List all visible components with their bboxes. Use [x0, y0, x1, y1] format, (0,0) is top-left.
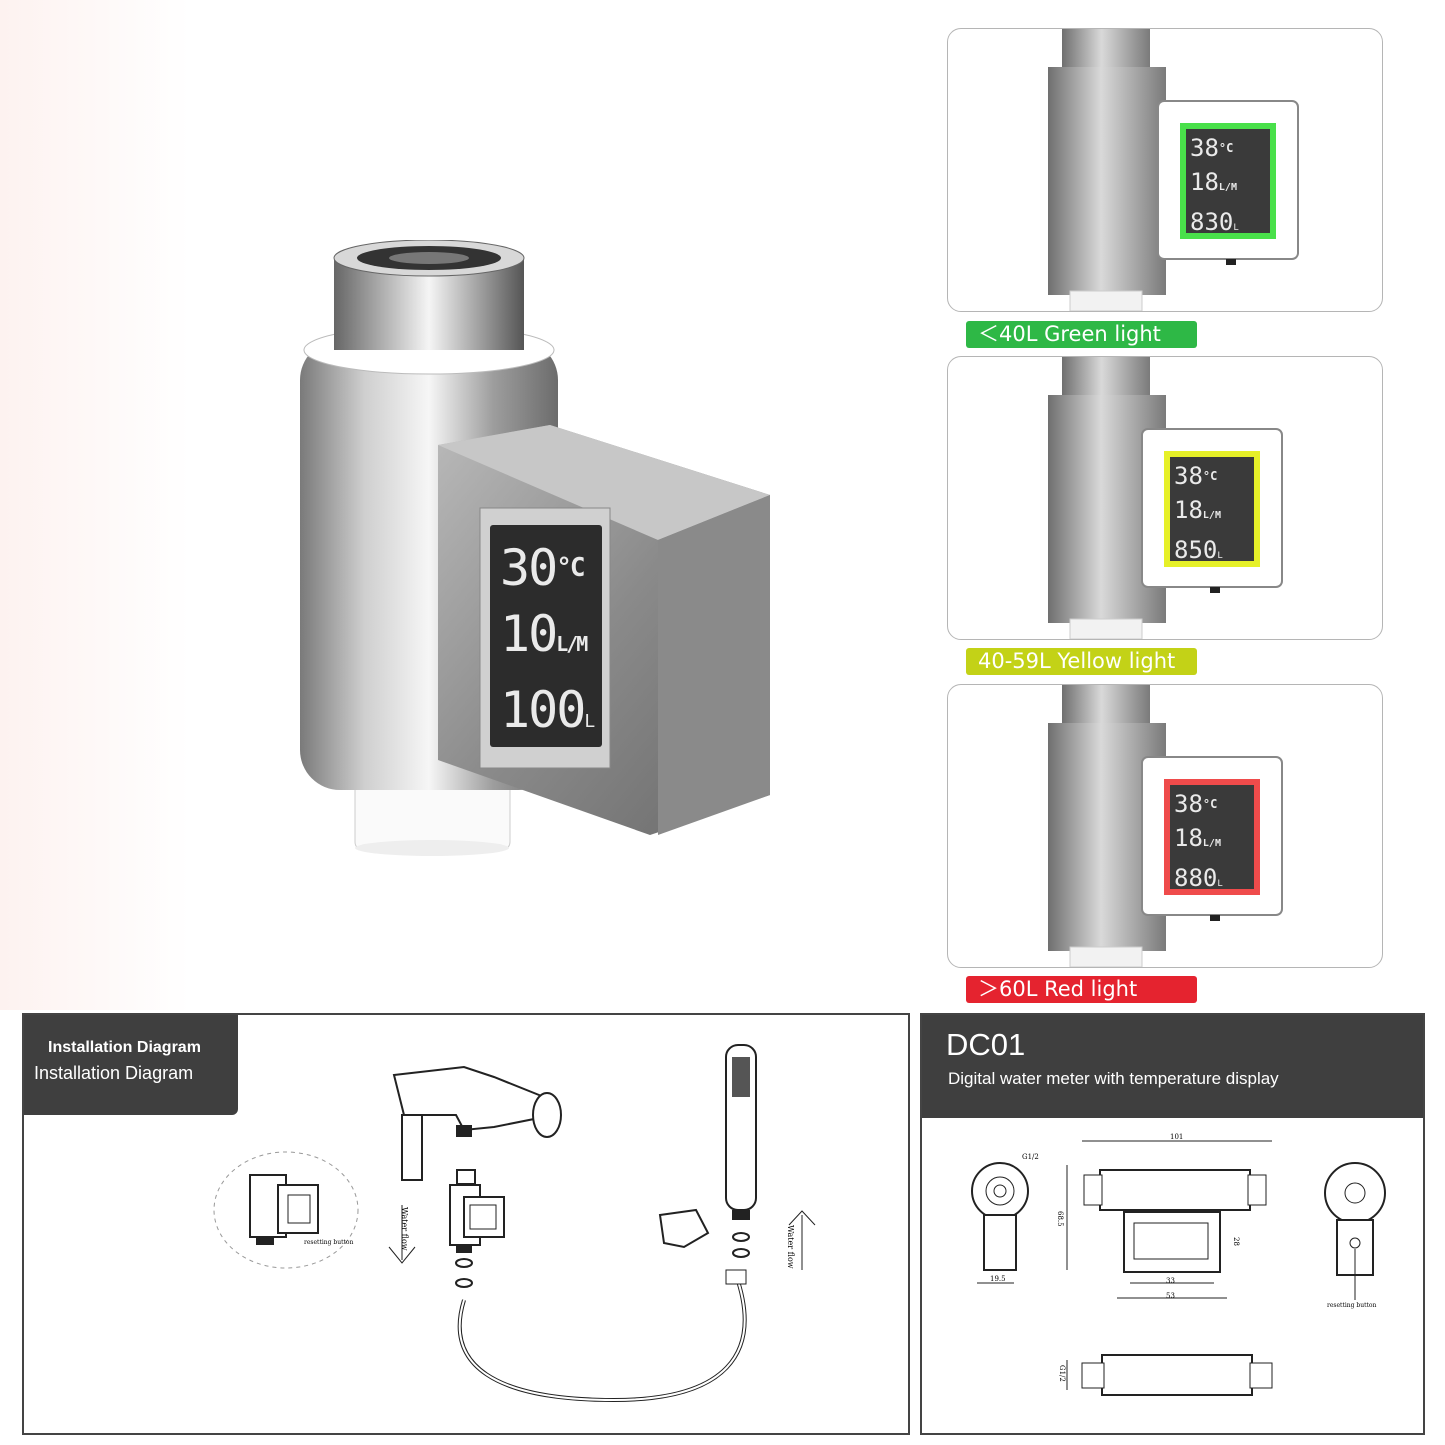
dim-height: 68.5 — [1056, 1211, 1064, 1227]
variant-volume: 880 — [1174, 864, 1218, 892]
flow-rate-value: 10 — [500, 605, 558, 663]
variant-temperature: 38 — [1190, 134, 1219, 162]
spec-resetting-button-label: resetting button — [1327, 1302, 1377, 1309]
dim-bottom: G1/2 — [1058, 1365, 1066, 1382]
resetting-button-label: resetting button — [304, 1239, 354, 1246]
installation-panel: Installation Diagram Installation Diagra… — [22, 1013, 910, 1435]
dim-left-bottom: 19.5 — [990, 1275, 1006, 1283]
volume-value: 100 — [500, 681, 586, 739]
installation-drawing — [213, 1044, 816, 1403]
variant-label: ＜40L Green light — [966, 321, 1197, 348]
temperature-value: 30 — [500, 539, 558, 597]
volume-unit: L — [584, 711, 595, 732]
variant-panel: 38°C 18L/M 850L — [947, 356, 1383, 640]
variant-device-image — [1048, 685, 1283, 967]
dim-inner-1: 33 — [1166, 1277, 1175, 1285]
variant-temperature: 38 — [1174, 790, 1203, 818]
variant-display: 38°C 18L/M 880L — [1174, 787, 1258, 901]
variant-volume: 850 — [1174, 536, 1218, 564]
variant-label: ＞60L Red light — [966, 976, 1197, 1003]
hero-display: 30°C 10L/M 100L — [500, 535, 610, 755]
variant-device-image — [1048, 29, 1299, 311]
variant-volume-unit: L — [1217, 879, 1223, 889]
dim-circle: G1/2 — [1022, 1153, 1039, 1161]
variant-panel: 38°C 18L/M 880L — [947, 684, 1383, 968]
installation-header: Installation Diagram Installation Diagra… — [24, 1015, 238, 1115]
variant-volume: 830 — [1190, 208, 1234, 236]
variant-device-image — [1048, 357, 1283, 639]
variant-temperature-unit: °C — [1202, 797, 1218, 811]
variant-display: 38°C 18L/M 830L — [1190, 131, 1274, 245]
water-flow-label-1: Water flow — [400, 1207, 409, 1251]
spec-header: DC01 Digital water meter with temperatur… — [922, 1015, 1423, 1118]
dim-side: 28 — [1232, 1237, 1240, 1246]
installation-title: Installation Diagram — [34, 1063, 194, 1083]
background-tint — [0, 0, 190, 1010]
flow-rate-unit: L/M — [556, 632, 588, 656]
temperature-unit: °C — [556, 553, 585, 583]
variant-volume-unit: L — [1217, 551, 1223, 561]
dim-top: 101 — [1170, 1133, 1184, 1141]
variant-flow-unit: L/M — [1218, 182, 1237, 193]
variant-label: 40-59L Yellow light — [966, 648, 1197, 675]
variant-flow-unit: L/M — [1202, 510, 1221, 521]
variant-flow: 18 — [1174, 824, 1203, 852]
model-name: DC01 — [946, 1027, 1026, 1062]
variant-temperature-unit: °C — [1218, 141, 1234, 155]
dim-inner-2: 53 — [1166, 1292, 1175, 1300]
installation-title-bold: Installation Diagram — [48, 1039, 201, 1056]
variant-panel: 38°C 18L/M 830L — [947, 28, 1383, 312]
model-description: Digital water meter with temperature dis… — [948, 1069, 1279, 1088]
product-image — [300, 240, 770, 856]
variant-temperature: 38 — [1174, 462, 1203, 490]
water-flow-label-2: Water flow — [786, 1225, 795, 1269]
variant-volume-unit: L — [1233, 223, 1239, 233]
variant-flow: 18 — [1174, 496, 1203, 524]
variant-flow: 18 — [1190, 168, 1219, 196]
spec-panel: DC01 Digital water meter with temperatur… — [920, 1013, 1425, 1435]
dimension-drawing — [971, 1140, 1386, 1396]
variant-temperature-unit: °C — [1202, 469, 1218, 483]
variant-flow-unit: L/M — [1202, 838, 1221, 849]
variant-display: 38°C 18L/M 850L — [1174, 459, 1258, 573]
